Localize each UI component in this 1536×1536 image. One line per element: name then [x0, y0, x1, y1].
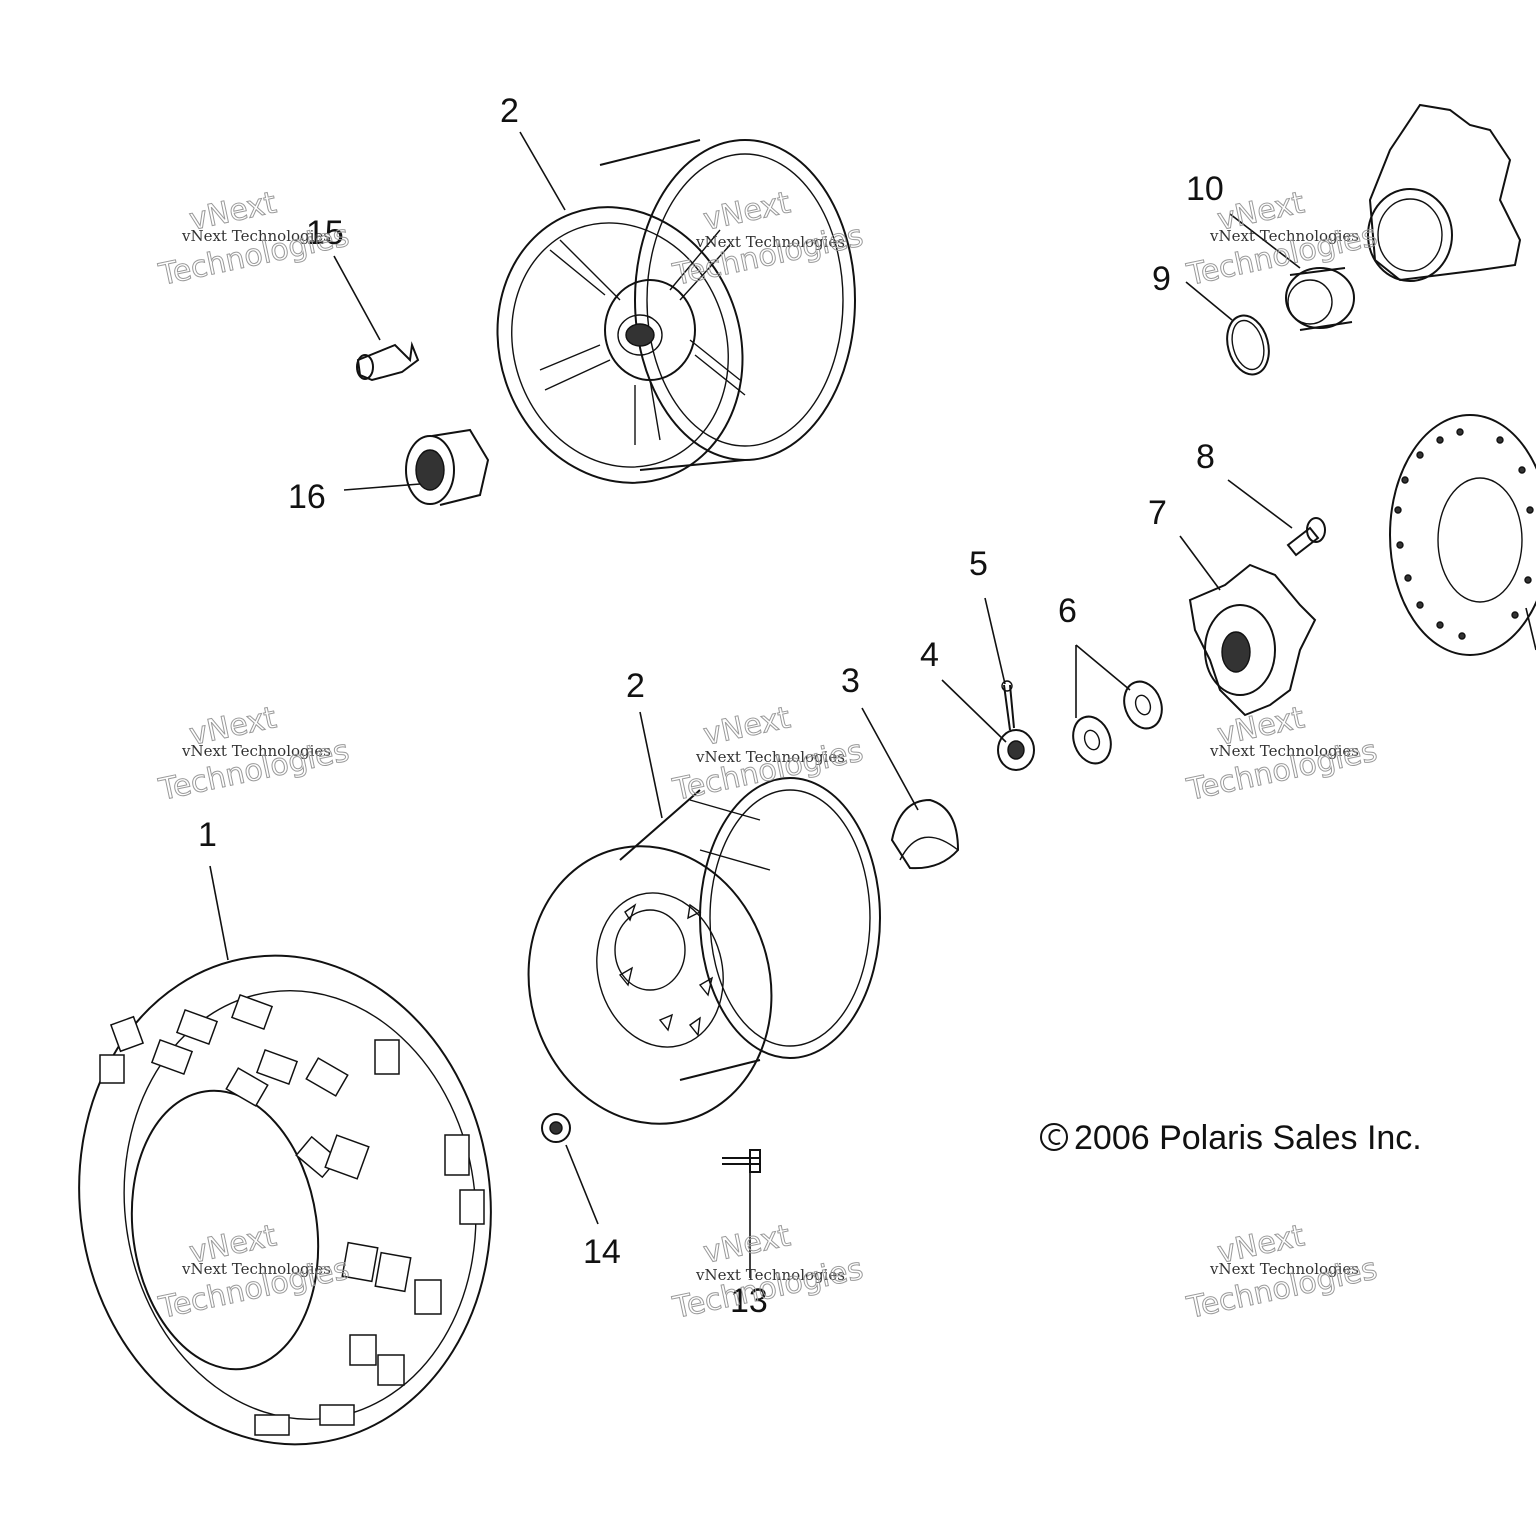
part-9-snap-ring: [1226, 314, 1270, 376]
callout-7: 7: [1148, 494, 1167, 532]
watermark-top-center: vNext vNext Technologies Technologies: [669, 185, 867, 294]
brake-disc: [1389, 414, 1536, 656]
callout-2-upper: 2: [500, 92, 519, 130]
watermark-line: vNext Technologies: [695, 1266, 845, 1284]
part-8-bolt: [1286, 517, 1326, 557]
part-14-lug-nut: [541, 1113, 571, 1143]
callout-4: 4: [920, 636, 939, 674]
part-7-hub: [1188, 563, 1317, 717]
callout-10: 10: [1186, 170, 1224, 208]
callout-9: 9: [1152, 260, 1171, 298]
copyright-symbol-icon: [1040, 1123, 1068, 1151]
callout-15: 15: [306, 214, 344, 252]
watermark-line: vNext Technologies: [1209, 742, 1359, 760]
part-10-bearing: [1285, 267, 1355, 331]
part-16-center-cap: [405, 428, 490, 506]
callout-13: 13: [730, 1282, 768, 1320]
watermark-mid-left: vNext vNext Technologies Technologies: [155, 700, 353, 809]
callout-1: 1: [198, 816, 217, 854]
callout-labels: 1 2 2 3 4 5 6 7 8 9 10 13 14 15 16: [198, 92, 1224, 1320]
part-15-lug-nut: [356, 341, 420, 382]
watermark-bottom-right: vNext vNext Technologies Technologies: [1183, 1218, 1381, 1327]
watermark-word-a: vNext: [700, 185, 793, 238]
watermark-word-b: Technologies: [669, 734, 866, 809]
watermark-word-a: vNext: [700, 1218, 793, 1271]
callout-3: 3: [841, 662, 860, 700]
callout-14: 14: [583, 1233, 621, 1271]
callout-5: 5: [969, 545, 988, 583]
part-13-wheel-stud: [722, 1149, 761, 1173]
watermark-word-b: Technologies: [669, 219, 866, 294]
copyright-text: 2006 Polaris Sales Inc.: [1074, 1119, 1422, 1157]
watermark-word-a: vNext: [700, 700, 793, 753]
part-6-washers: [1072, 680, 1163, 765]
watermark-line: vNext Technologies: [1209, 227, 1359, 245]
part-4-castle-nut: [997, 729, 1035, 771]
callout-6: 6: [1058, 592, 1077, 630]
watermark-line: vNext Technologies: [181, 742, 331, 760]
watermark-top-left: vNext vNext Technologies Technologies: [155, 185, 353, 294]
watermark-mid-center: vNext vNext Technologies Technologies: [669, 700, 867, 809]
watermark-line: vNext Technologies: [695, 748, 845, 766]
part-1-tire: [78, 954, 492, 1446]
part-2-lower-wheel: [527, 777, 881, 1125]
watermark-line: vNext Technologies: [181, 227, 331, 245]
callout-2-lower: 2: [626, 667, 645, 705]
watermark-mid-right: vNext vNext Technologies Technologies: [1183, 700, 1381, 809]
callout-16: 16: [288, 478, 326, 516]
watermark-bottom-left: vNext vNext Technologies Technologies: [155, 1218, 353, 1327]
part-2-upper-wheel: [496, 139, 856, 484]
callout-8: 8: [1196, 438, 1215, 476]
watermark-line: vNext Technologies: [1209, 1260, 1359, 1278]
part-3-dust-cap: [890, 798, 960, 870]
steering-knuckle: [1367, 103, 1522, 282]
watermark-line: vNext Technologies: [181, 1260, 331, 1278]
watermark-line: vNext Technologies: [695, 233, 845, 251]
tire-tread: [99, 993, 485, 1436]
part-5-cotter-pin: [1001, 680, 1015, 731]
copyright-notice: 2006 Polaris Sales Inc.: [1040, 1119, 1422, 1157]
leader-lines: [209, 131, 1536, 1278]
